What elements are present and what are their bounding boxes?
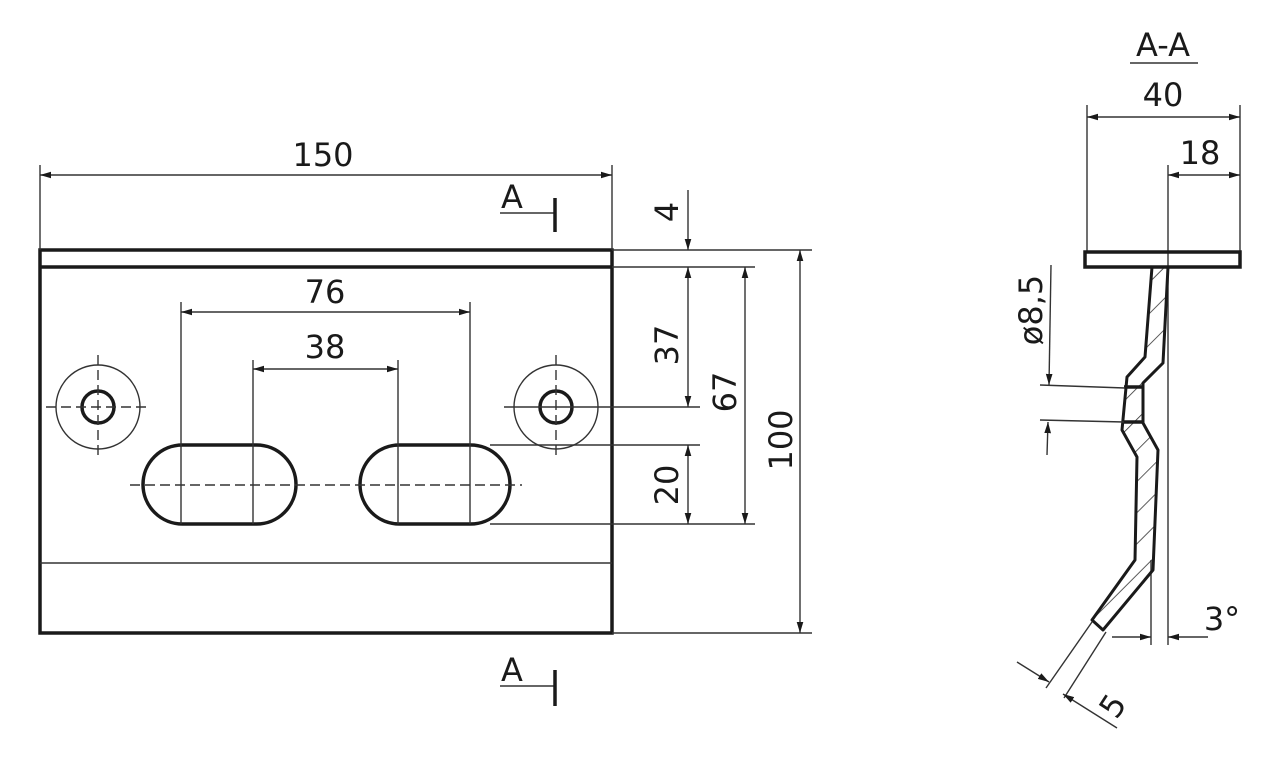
web-section — [1090, 265, 1170, 632]
flange-section — [1083, 250, 1242, 269]
dim-hole-diameter: ø8,5 — [1012, 275, 1050, 345]
section-title: A-A — [1136, 26, 1190, 64]
dim-slot-outer: 76 — [305, 273, 346, 311]
front-view: 150 76 38 4 37 20 67 100 A A — [38, 136, 812, 706]
mounting-hole-left — [46, 355, 150, 459]
dim-height: 100 — [762, 409, 800, 470]
dim-hole-offset: 37 — [648, 325, 686, 366]
dim-thickness: 5 — [1091, 687, 1134, 725]
dim-slot-width: 20 — [648, 465, 686, 506]
dim-slot-inner: 38 — [305, 328, 346, 366]
svg-text:A: A — [501, 651, 523, 689]
dim-flange: 4 — [648, 202, 686, 222]
dim-section-offset: 18 — [1180, 134, 1221, 172]
mounting-hole-right — [504, 355, 700, 459]
dim-section-width: 40 — [1143, 76, 1184, 114]
dim-width: 150 — [292, 136, 353, 174]
section-mark-bottom: A — [500, 651, 557, 706]
section-mark-top: A — [500, 178, 557, 232]
section-view: A-A 40 18 ø8,5 3° 5 — [1012, 26, 1242, 729]
dim-slot-offset: 67 — [706, 372, 744, 413]
svg-text:A: A — [501, 178, 523, 216]
plate-outline — [38, 248, 614, 635]
dim-angle: 3° — [1204, 600, 1240, 638]
